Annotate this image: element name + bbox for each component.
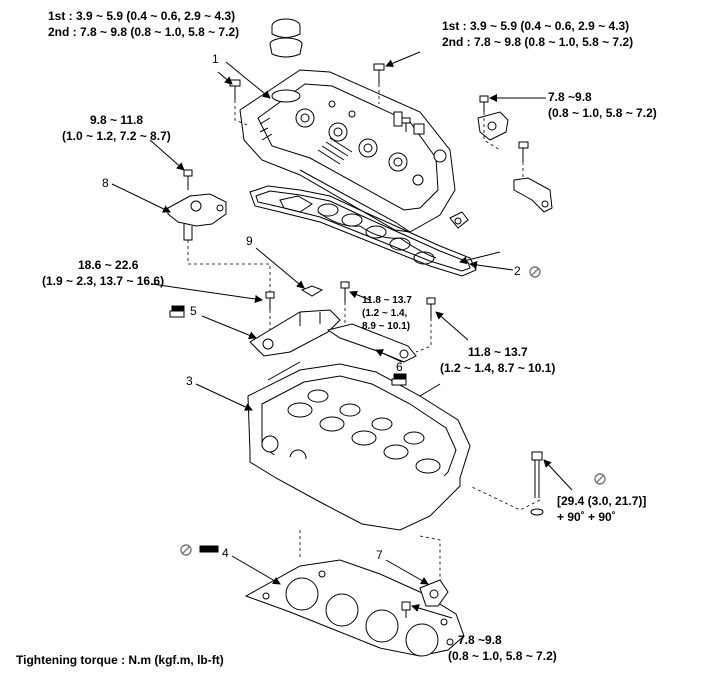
- torque-ect-sensor-nm: 7.8 ~9.8: [458, 633, 502, 647]
- cylinder-head-gasket: [244, 559, 465, 657]
- torque-cmp-sensor-nm: 7.8 ~9.8: [548, 90, 592, 104]
- camshaft-bearing-cap-bolt-right: [426, 297, 436, 318]
- sealant-tube-icon: [391, 373, 407, 386]
- torque-front-cap-detail: (1.9 ~ 2.3, 13.7 ~ 16.6): [42, 274, 165, 288]
- callout-4: 4: [222, 546, 229, 560]
- torque-small-cap-kgfm: (1.2 ~ 1.4,: [362, 308, 408, 319]
- leader-lines: [111, 51, 573, 619]
- sealant-tube-icon: [199, 545, 219, 553]
- cover-bolt-small: [401, 117, 411, 132]
- torque-ocv-detail: (1.0 ~ 1.2, 7.2 ~ 8.7): [62, 129, 171, 143]
- cover-bolt-right: [373, 63, 385, 84]
- callout-3: 3: [186, 374, 193, 388]
- no-reuse-icon: [529, 266, 541, 278]
- callout-5: 5: [190, 304, 197, 318]
- oil-filler-cap: [269, 18, 303, 58]
- cylinder-head-cover: [239, 69, 456, 233]
- spark-plug-tube-gaskets: [317, 203, 437, 265]
- torque-right-cap-detail: (1.2 ~ 1.4, 8.7 ~ 10.1): [440, 361, 556, 375]
- torque-cmp-sensor-detail: (0.8 ~ 1.0, 5.8 ~ 7.2): [548, 106, 657, 120]
- coolant-temperature-sensor: [401, 579, 449, 618]
- oil-pressure-switch: [449, 211, 469, 229]
- callout-2: 2: [514, 264, 521, 278]
- torque-cover-bolt-1st-right: 1st : 3.9 ~ 5.9 (0.4 ~ 0.6, 2.9 ~ 4.3): [442, 19, 630, 33]
- tightening-torque-legend: Tightening torque : N.m (kgf.m, lb-ft): [16, 653, 224, 667]
- torque-front-cap-nm: 18.6 ~ 22.6: [78, 258, 139, 272]
- callout-7: 7: [376, 548, 383, 562]
- no-reuse-icon: [180, 544, 192, 556]
- no-reuse-icon: [594, 473, 606, 485]
- sensor-bracket: [513, 141, 553, 213]
- callout-1: 1: [212, 52, 219, 66]
- cylinder-head-bolt: [530, 451, 544, 516]
- alignment-lines: [187, 84, 541, 580]
- torque-small-cap-nm: 11.8 ~ 13.7: [362, 295, 412, 306]
- torque-cover-bolt-2nd-left: 2nd : 7.8 ~ 9.8 (0.8 ~ 1.0, 5.8 ~ 7.2): [48, 25, 240, 39]
- camshaft-bearing-cap-small: [326, 281, 417, 363]
- callout-9: 9: [246, 234, 253, 248]
- cylinder-head: [247, 361, 471, 531]
- camshaft-position-sensor: [477, 95, 509, 141]
- torque-right-cap-nm: 11.8 ~ 13.7: [468, 345, 528, 359]
- torque-cover-bolt-1st-left: 1st : 3.9 ~ 5.9 (0.4 ~ 0.6, 2.9 ~ 4.3): [48, 9, 236, 23]
- torque-ect-sensor-detail: (0.8 ~ 1.0, 5.8 ~ 7.2): [448, 649, 557, 663]
- torque-small-cap-lbft: 8.9 ~ 10.1): [362, 321, 411, 332]
- camshaft-bearing-cap-front: [249, 291, 341, 357]
- torque-ocv-nm: 9.8 ~ 11.8: [90, 113, 144, 127]
- callout-8: 8: [102, 176, 109, 190]
- torque-head-bolt-nm: [29.4 (3.0, 21.7)]: [557, 494, 647, 508]
- callout-6: 6: [396, 360, 403, 374]
- torque-head-bolt-angle: + 90˚ + 90˚: [557, 510, 616, 524]
- clip-part-9: [300, 285, 324, 297]
- oil-control-valve: [167, 169, 227, 241]
- sealant-tube-icon: [169, 305, 185, 318]
- torque-cover-bolt-2nd-right: 2nd : 7.8 ~ 9.8 (0.8 ~ 1.0, 5.8 ~ 7.2): [442, 35, 634, 49]
